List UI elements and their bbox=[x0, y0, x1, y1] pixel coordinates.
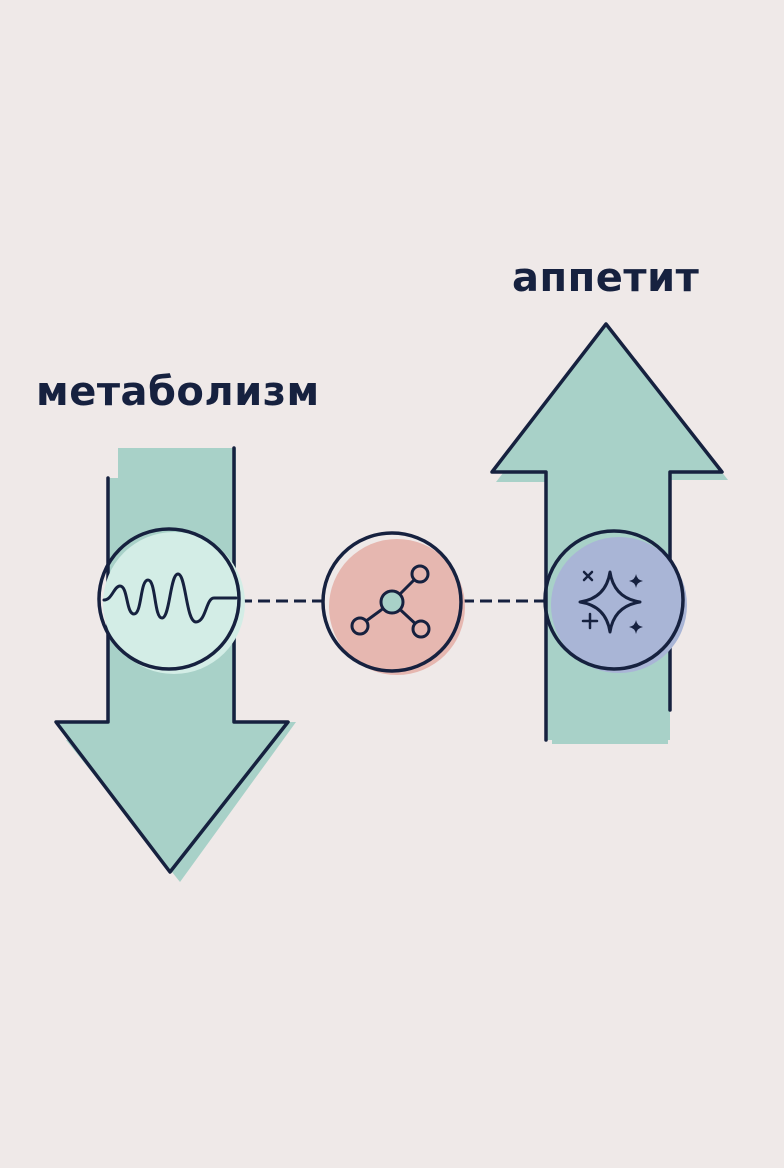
sparkle-x-mark bbox=[582, 570, 594, 582]
down-arrow-outline bbox=[54, 446, 290, 874]
sparkle-plus-mark bbox=[581, 612, 599, 630]
sparkle-star-small-top bbox=[629, 574, 643, 588]
molecule-node-left bbox=[350, 616, 370, 636]
waveform-circle-outline bbox=[97, 527, 241, 671]
sparkle-circle-outline bbox=[543, 529, 685, 671]
metabolism-label: метаболизм bbox=[36, 369, 320, 415]
sparkle-icon bbox=[543, 529, 687, 673]
molecule-node-right bbox=[411, 619, 431, 639]
sparkle-circle-bg bbox=[551, 537, 687, 673]
waveform-line bbox=[102, 572, 238, 624]
sparkle-star-small-bottom bbox=[629, 620, 643, 634]
sparkle-star-large bbox=[578, 570, 642, 634]
molecule-circle-outline bbox=[321, 531, 463, 673]
appetite-label: аппетит bbox=[512, 255, 700, 301]
molecule-center-node bbox=[379, 589, 405, 615]
molecule-network-icon bbox=[321, 531, 465, 675]
molecule-node-top bbox=[410, 564, 430, 584]
up-arrow-outline bbox=[490, 322, 724, 742]
waveform-icon bbox=[97, 527, 245, 674]
waveform-circle-bg bbox=[103, 532, 245, 674]
up-arrow bbox=[490, 322, 728, 744]
